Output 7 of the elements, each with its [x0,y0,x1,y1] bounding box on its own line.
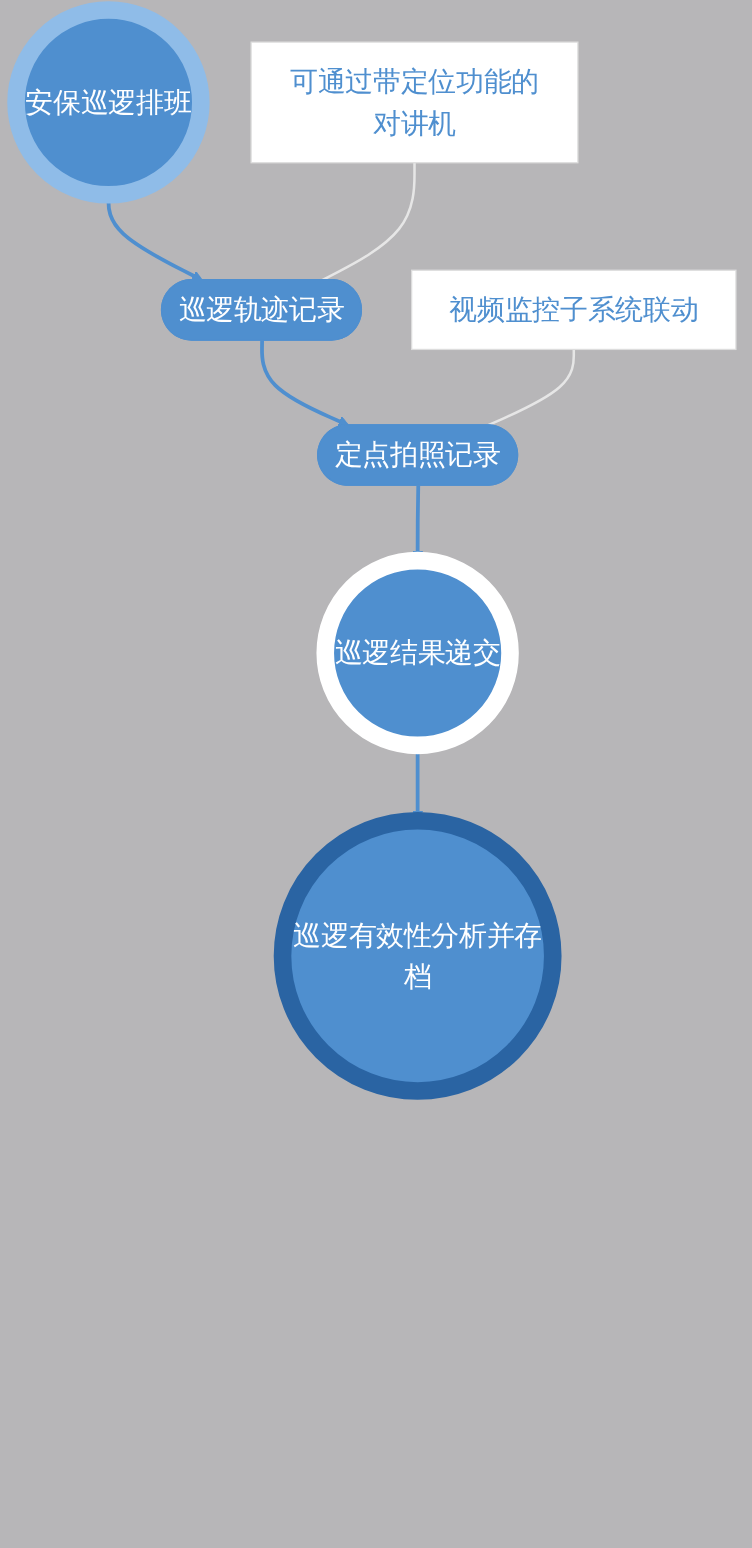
connector [487,349,576,427]
node-circle: 巡逻有效性分析并存档 [273,811,562,1100]
node-box: 视频监控子系统联动 [411,269,737,351]
node-circle: 巡逻结果递交 [316,551,519,755]
node-box: 可通过带定位功能的对讲机 [250,41,579,164]
node-circle: 安保巡逻排班 [7,1,210,204]
arrow [260,340,350,427]
